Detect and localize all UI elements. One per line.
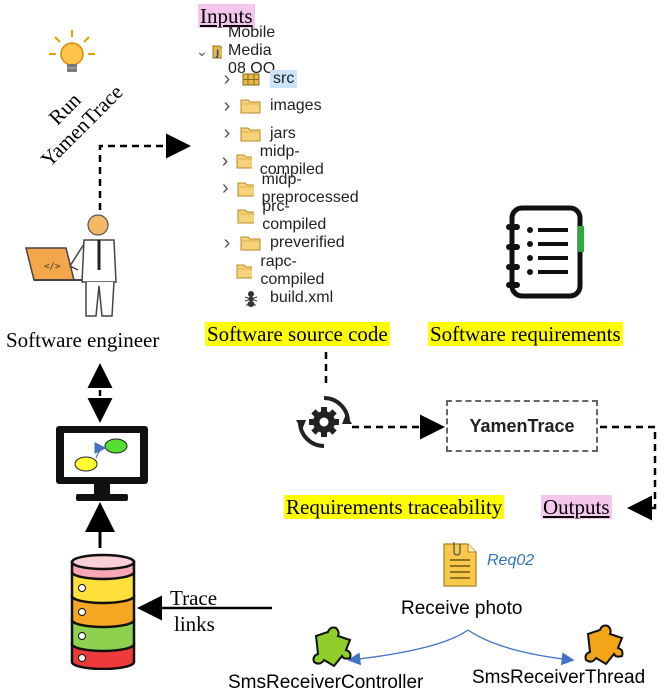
tree-item[interactable]: › preverified	[220, 232, 345, 254]
class-left-label: SmsReceiverController	[228, 672, 424, 693]
tree-item[interactable]: › midp-preprocessed	[220, 171, 367, 206]
tree-item-label: jars	[270, 124, 296, 142]
source-package-icon	[242, 73, 260, 86]
chevron-right-icon[interactable]: ›	[222, 177, 229, 200]
folder-icon	[240, 236, 261, 251]
chevron-right-icon[interactable]: ›	[223, 67, 231, 90]
tree-item[interactable]: › src	[220, 67, 298, 90]
requirement-id: Req02	[487, 552, 535, 569]
gear-process-icon	[296, 396, 352, 448]
req-to-right-class-link	[467, 629, 575, 666]
ant-build-file-icon	[244, 291, 258, 308]
inputs-label: Inputs	[198, 4, 255, 28]
tree-item-label: rapc-compiled	[260, 252, 325, 288]
svg-text:</>: </>	[44, 262, 61, 272]
tool-name: YamenTrace	[469, 415, 575, 436]
run-arrow	[98, 133, 191, 210]
tree-item-label: build.xml	[270, 289, 334, 307]
requirement-name: Receive photo	[401, 598, 523, 619]
requirements-label: Software requirements	[428, 322, 623, 346]
chevron-right-icon[interactable]: ›	[223, 122, 231, 145]
engineer-label: Software engineer	[6, 328, 160, 352]
traceability-label: Requirements traceability	[284, 495, 505, 519]
software-engineer-icon: </>	[25, 214, 117, 317]
svg-text:J: J	[215, 49, 219, 59]
lightbulb-icon	[49, 30, 95, 72]
tree-item-label: prc-compiled	[262, 198, 327, 233]
puzzle-green-icon	[312, 626, 352, 668]
tree-item-label: midp-preprocessed	[261, 170, 359, 206]
tree-project-root[interactable]: ⌄ J Mobile Media 08 OO	[196, 24, 291, 77]
chevron-right-icon[interactable]: ›	[221, 149, 229, 172]
tree-item[interactable]: build.xml	[220, 287, 333, 309]
project-folder-icon: J	[212, 45, 223, 59]
chevron-right-icon[interactable]: ›	[223, 94, 231, 117]
requirements-notebook-icon	[506, 205, 584, 299]
monitor-icon	[56, 426, 148, 501]
source-code-label: Software source code	[205, 322, 390, 346]
folder-icon	[236, 154, 252, 169]
chevron-down-icon[interactable]: ⌄	[196, 42, 208, 59]
folder-icon	[236, 264, 253, 279]
project-name: Mobile Media 08 OO	[228, 24, 276, 77]
tree-item-label: preverified	[270, 234, 345, 252]
class-right-label: SmsReceiverThread	[472, 667, 646, 688]
tree-item-label: src	[270, 70, 298, 88]
folder-icon	[240, 127, 261, 142]
folder-icon	[237, 182, 254, 197]
tree-item[interactable]: › images	[220, 95, 322, 117]
puzzle-orange-icon	[584, 624, 624, 666]
tree-item[interactable]: › midp-compiled	[220, 143, 334, 178]
trace-links-label: Trace links	[170, 586, 218, 636]
database-icon	[70, 553, 136, 670]
folder-icon	[237, 209, 255, 224]
tree-item-label: midp-compiled	[259, 143, 324, 179]
tree-item-label: images	[270, 97, 322, 115]
requirement-document-icon	[443, 542, 477, 587]
outputs-label: Outputs	[541, 495, 612, 519]
tree-item[interactable]: rapc-compiled	[220, 253, 334, 288]
tree-item[interactable]: › jars	[220, 122, 296, 145]
yamentrace-tool-box: YamenTrace	[446, 400, 598, 452]
tree-item[interactable]: prc-compiled	[220, 198, 334, 233]
tool-to-outputs-arrow	[600, 425, 657, 521]
folder-icon	[240, 99, 261, 114]
req-to-left-class-link	[347, 629, 469, 666]
chevron-right-icon[interactable]: ›	[223, 231, 231, 254]
